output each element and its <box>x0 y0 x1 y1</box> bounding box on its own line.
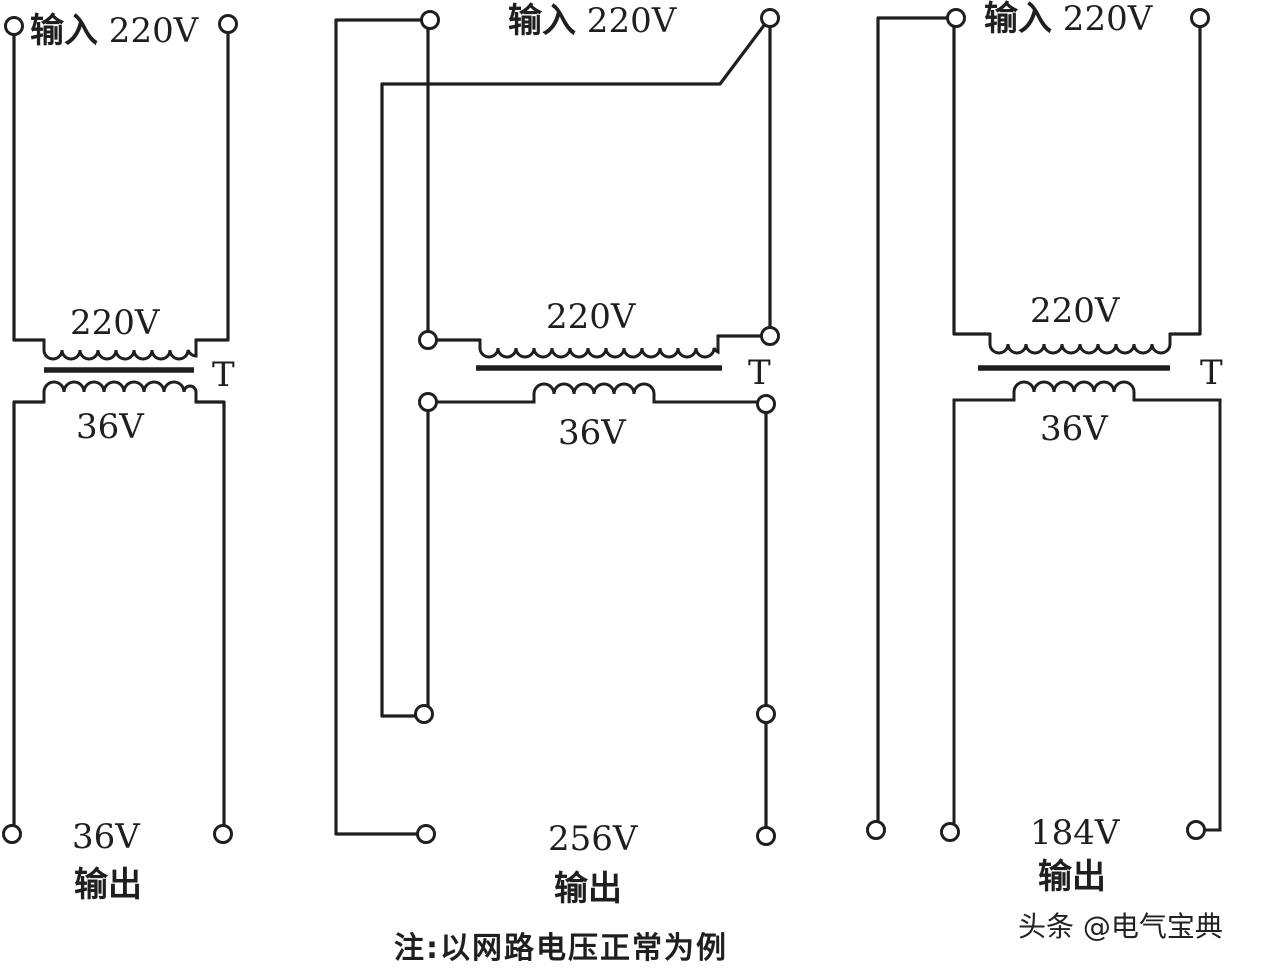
panel-2-secondary-winding <box>426 382 768 404</box>
panel-3-primary-right-wire <box>1168 16 1202 336</box>
panel-1-output-label: 输出 <box>74 865 142 905</box>
panel-2-output-voltage: 256V <box>548 819 639 859</box>
panel-3-secondary-winding <box>952 380 1222 832</box>
panel-3-circuit: 输入 220V 220V T 36V 184V 输出 <box>866 0 1223 897</box>
panel-3-input-label: 输入 220V <box>984 0 1154 39</box>
panel-3-output-terminal-left <box>866 820 886 840</box>
panel-2-secondary-voltage: 36V <box>558 413 627 453</box>
panel-3-primary-left-wire <box>952 16 992 336</box>
panel-3-primary-voltage: 220V <box>1030 291 1121 331</box>
panel-2-outer-bypass-wire <box>334 18 430 836</box>
panel-2-inner-terminal-right <box>756 704 776 724</box>
panel-2-primary-terminal-left <box>418 330 438 350</box>
panel-2-input-terminal-left <box>420 10 440 30</box>
panel-2-output-terminal-right <box>756 826 776 846</box>
panel-2-inner-terminal-left <box>414 704 434 724</box>
panel-1-output-terminal-right <box>213 824 233 844</box>
panel-1-output-voltage: 36V <box>72 817 141 857</box>
panel-3-primary-winding <box>988 332 1172 355</box>
panel-3-output-label: 输出 <box>1038 857 1106 897</box>
panel-2-output-terminal-left <box>416 824 436 844</box>
panel-1-primary-left-wire <box>12 24 46 342</box>
panel-2-input-terminal-right <box>760 8 780 28</box>
panel-2-transformer-label: T <box>748 353 771 393</box>
panel-3-input-terminal-right <box>1190 8 1210 28</box>
footnote: 注:以网路电压正常为例 <box>394 931 728 966</box>
panel-1-secondary-voltage: 36V <box>76 407 145 447</box>
panel-2-input-label: 输入 220V <box>508 1 678 41</box>
panel-2-primary-winding <box>478 334 720 359</box>
panel-1-primary-winding <box>42 338 198 361</box>
panel-2-circuit: 输入 220V 220V T 36V 256V 输出 <box>334 1 780 909</box>
panel-2-secondary-terminal-left <box>418 392 438 412</box>
panel-1-primary-voltage: 220V <box>70 303 161 343</box>
panel-1-primary-right-wire <box>194 24 230 342</box>
panel-1-input-label: 输入 220V <box>30 11 200 51</box>
panel-2-link-wire <box>380 18 770 718</box>
panel-1-secondary-right-wire <box>194 400 226 834</box>
panel-3-secondary-voltage: 36V <box>1040 409 1109 449</box>
panel-3-transformer-label: T <box>1200 353 1223 393</box>
panel-1-secondary-left-wire <box>12 400 46 834</box>
panel-2-primary-voltage: 220V <box>546 297 637 337</box>
panel-3-output-terminal-right <box>1186 820 1206 840</box>
panel-1-circuit: 输入 220V 220V T 36V 36V 输出 <box>2 11 238 905</box>
watermark: 头条 @电气宝典 <box>1018 910 1223 943</box>
panel-3-secondary-terminal <box>940 822 960 842</box>
panel-2-secondary-terminal-right <box>756 394 776 414</box>
panel-1-input-terminal-left <box>4 16 24 36</box>
panel-3-output-voltage: 184V <box>1030 813 1121 853</box>
panel-1-transformer-label: T <box>212 355 235 395</box>
panel-1-secondary-winding <box>42 380 198 404</box>
panel-3-input-terminal-left <box>946 8 966 28</box>
panel-2-primary-terminal-right <box>760 326 780 346</box>
panel-1-output-terminal-left <box>2 824 22 844</box>
panel-2-output-label: 输出 <box>554 869 622 909</box>
panel-3-outer-wire <box>876 16 956 832</box>
panel-1-input-terminal-right <box>218 14 238 34</box>
